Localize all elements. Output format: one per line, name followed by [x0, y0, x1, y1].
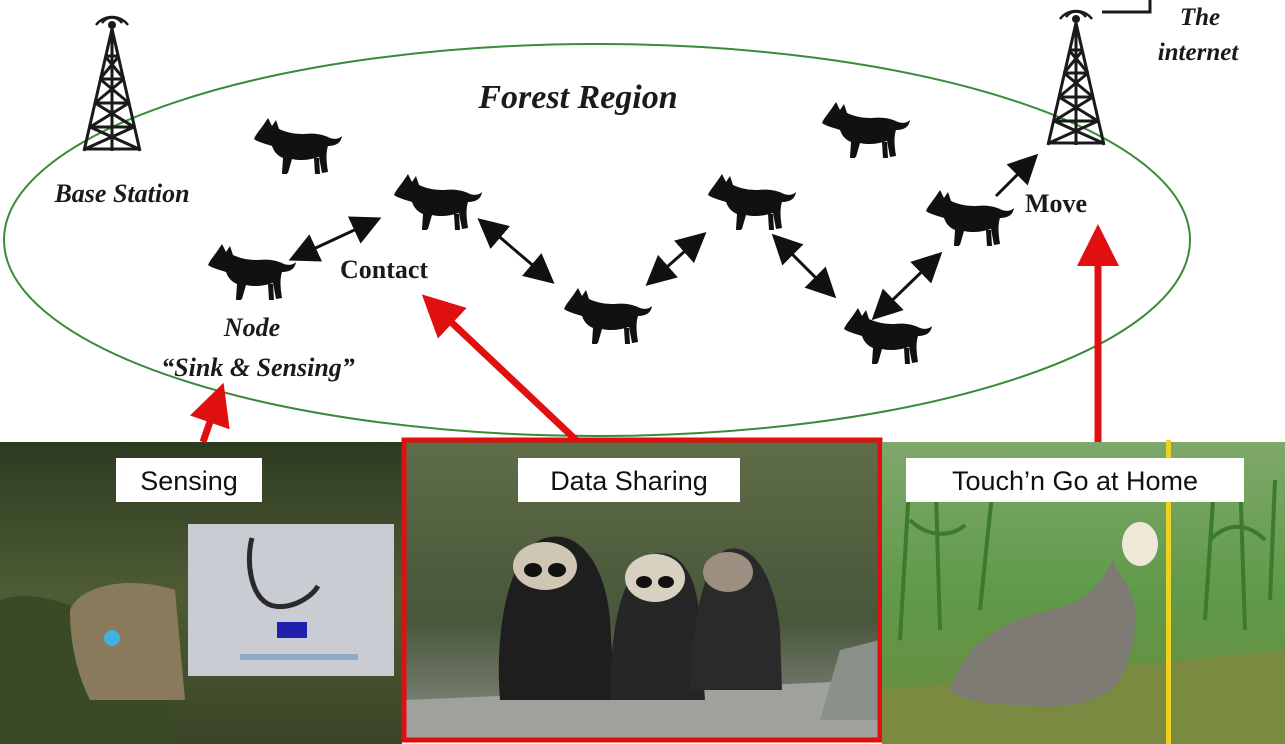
internet-label-line2: internet [1158, 39, 1240, 66]
touch-device-icon [1122, 522, 1158, 566]
data-sharing-pointer-arrow [421, 294, 579, 443]
forest-region-boundary [3, 43, 1191, 437]
collar-device-photo [188, 524, 394, 676]
node-label-line1: Node [223, 313, 280, 342]
raccoon-dog-node-icon [844, 308, 932, 364]
raccoon-dog-node-icon [254, 118, 342, 174]
raccoon-dog-node-icon [822, 102, 910, 158]
sensing-label: Sensing [140, 466, 238, 496]
contact-arrow [288, 216, 382, 262]
touch-go-photo-panel [882, 440, 1285, 744]
data-sharing-highlight-frame [401, 437, 883, 743]
raccoon-dog-node-icon [394, 174, 482, 230]
raccoon-dog-node-icon [564, 288, 652, 344]
internet-label-line1: The [1180, 4, 1220, 31]
node-label-line2: “Sink & Sensing” [161, 353, 355, 382]
raccoon-dog-node-icon [708, 174, 796, 230]
raccoon-dog-node-icon [208, 244, 296, 300]
contact-arrow [645, 232, 707, 286]
sensing-photo-panel [0, 442, 402, 744]
measuring-pole [1166, 440, 1171, 744]
base-station-tower-icon [82, 15, 142, 153]
data-sharing-label-box [518, 458, 740, 502]
contact-arrow [771, 233, 837, 299]
contact-arrow [871, 251, 943, 321]
touch-go-label-box [906, 458, 1244, 502]
internet-tower-icon [1046, 9, 1106, 147]
sensing-label-box [116, 458, 262, 502]
base-station-label: Base Station [53, 179, 189, 208]
collar-sensor-icon [104, 630, 120, 646]
raccoon-dogs-group-photo [498, 536, 782, 700]
data-sharing-label: Data Sharing [550, 466, 708, 496]
touch-go-label: Touch’n Go at Home [952, 466, 1198, 496]
sensing-pointer-arrow [189, 382, 230, 444]
raccoon-photo [950, 560, 1136, 707]
move-arrow [994, 153, 1039, 198]
internet-link-bracket [1102, 0, 1152, 14]
forest-region-label: Forest Region [477, 79, 677, 116]
contact-label: Contact [340, 255, 428, 284]
contact-arrow [477, 218, 555, 284]
wildcat-photo [70, 582, 185, 700]
raccoon-dog-node-icon [926, 190, 1014, 246]
move-label: Move [1025, 189, 1087, 218]
